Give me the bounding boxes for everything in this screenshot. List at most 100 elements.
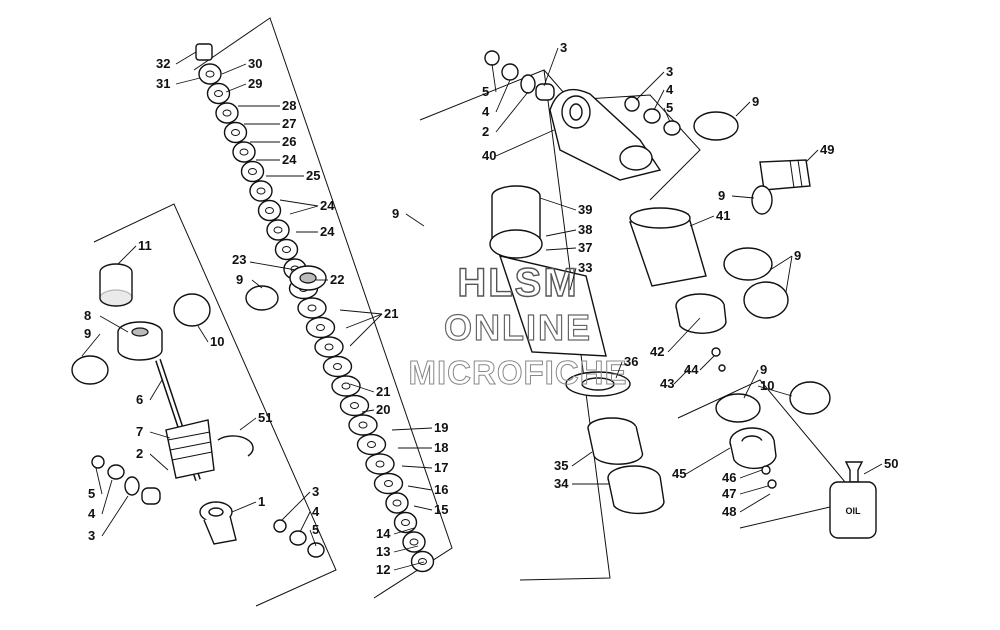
end-cap-45 <box>729 427 777 470</box>
callout-16: 16 <box>434 482 448 497</box>
shim-washer <box>223 121 248 144</box>
shim-hole <box>248 168 257 175</box>
callout-50: 50 <box>884 456 898 471</box>
washer-stack-top <box>484 50 555 101</box>
callout-42: 42 <box>650 344 664 359</box>
oil-bottle: OIL <box>829 461 877 539</box>
watermark-line1: HLSM <box>457 261 578 305</box>
valve-49 <box>759 159 811 191</box>
shim-stack <box>198 63 435 573</box>
shim-washer <box>410 550 435 573</box>
shim-hole <box>409 538 419 546</box>
shim-washer <box>402 531 426 553</box>
callout-9-end: 9 <box>760 362 767 377</box>
washer-stack-right <box>273 519 325 558</box>
shim-hole <box>307 304 317 312</box>
callout-17: 17 <box>434 460 448 475</box>
o-ring-10-end <box>789 381 831 415</box>
reservoir-41 <box>629 207 707 287</box>
callout-4-left: 4 <box>88 506 96 521</box>
callout-32: 32 <box>156 56 170 71</box>
callout-29: 29 <box>248 76 262 91</box>
callout-43: 43 <box>660 376 674 391</box>
o-ring-9-top <box>693 111 739 141</box>
small-parts-46-48 <box>711 347 777 489</box>
callout-9-topright: 9 <box>752 94 759 109</box>
callout-28: 28 <box>282 98 296 113</box>
shim-hole <box>418 558 427 565</box>
callout-9-center: 9 <box>392 206 399 221</box>
shim-washer <box>373 472 404 495</box>
group-boundary-left <box>93 203 337 607</box>
callout-37: 37 <box>578 240 592 255</box>
shim-hole <box>324 343 334 351</box>
o-ring-9-left <box>71 355 109 385</box>
callout-3-top: 3 <box>560 40 567 55</box>
shim-hole <box>384 480 393 487</box>
shim-hole <box>316 324 325 331</box>
main-body-cylinder <box>489 185 543 259</box>
piston-22 <box>289 265 327 291</box>
callout-9-left: 9 <box>84 326 91 341</box>
shim-hole <box>375 460 385 468</box>
shim-hole <box>222 109 232 117</box>
callout-20: 20 <box>376 402 390 417</box>
callout-19: 19 <box>434 420 448 435</box>
callout-38: 38 <box>578 222 592 237</box>
callout-23: 23 <box>232 252 246 267</box>
callout-9-mid: 9 <box>236 272 243 287</box>
eyelet-part <box>199 501 237 545</box>
callout-5-topright: 5 <box>666 100 673 115</box>
callout-5-lower: 5 <box>312 522 319 537</box>
top-eyelet-body <box>549 88 662 181</box>
o-ring-9-mid <box>245 285 279 311</box>
callout-10-left: 10 <box>210 334 224 349</box>
callout-24c: 24 <box>320 224 335 239</box>
callout-27: 27 <box>282 116 296 131</box>
callout-5-top: 5 <box>482 84 489 99</box>
shim-hole <box>341 382 351 390</box>
callout-21a: 21 <box>384 306 398 321</box>
callout-33: 33 <box>578 260 592 275</box>
callout-30: 30 <box>248 56 262 71</box>
shim-washer <box>393 511 418 534</box>
callout-9-valve: 9 <box>718 188 725 203</box>
bushing-part <box>99 263 133 307</box>
shim-hole <box>350 402 359 409</box>
bottle-label: OIL <box>846 506 862 516</box>
callout-10-end: 10 <box>760 378 774 393</box>
clip-51 <box>217 435 254 457</box>
shim-washer <box>305 316 336 339</box>
shim-washer <box>232 141 256 163</box>
shim-hole <box>231 129 240 136</box>
spring-33 <box>498 255 607 357</box>
callout-9-right: 9 <box>794 248 801 263</box>
callout-46: 46 <box>722 470 736 485</box>
shim-hole <box>239 148 249 156</box>
callout-51: 51 <box>258 410 272 425</box>
callout-34: 34 <box>554 476 569 491</box>
callout-6: 6 <box>136 392 143 407</box>
callout-3-left: 3 <box>88 528 95 543</box>
shim-washer <box>266 219 290 241</box>
watermark-line2: ONLINE <box>444 307 592 348</box>
callout-2-left: 2 <box>136 446 143 461</box>
shim-washer <box>257 199 282 222</box>
shim-washer <box>215 102 239 124</box>
seal-36 <box>565 371 631 397</box>
callout-5-left: 5 <box>88 486 95 501</box>
callout-14: 14 <box>376 526 391 541</box>
callout-21b: 21 <box>376 384 390 399</box>
shim-washer <box>249 180 273 202</box>
shim-hole <box>205 70 215 78</box>
callout-31: 31 <box>156 76 170 91</box>
shim-washer <box>356 433 387 456</box>
callout-48: 48 <box>722 504 736 519</box>
watermark-line3: MICROFICHE <box>409 354 628 391</box>
watermark: HLSM ONLINE MICROFICHE <box>408 260 628 391</box>
callout-1: 1 <box>258 494 265 509</box>
shim-hole <box>392 499 402 507</box>
shim-washer <box>314 336 344 358</box>
